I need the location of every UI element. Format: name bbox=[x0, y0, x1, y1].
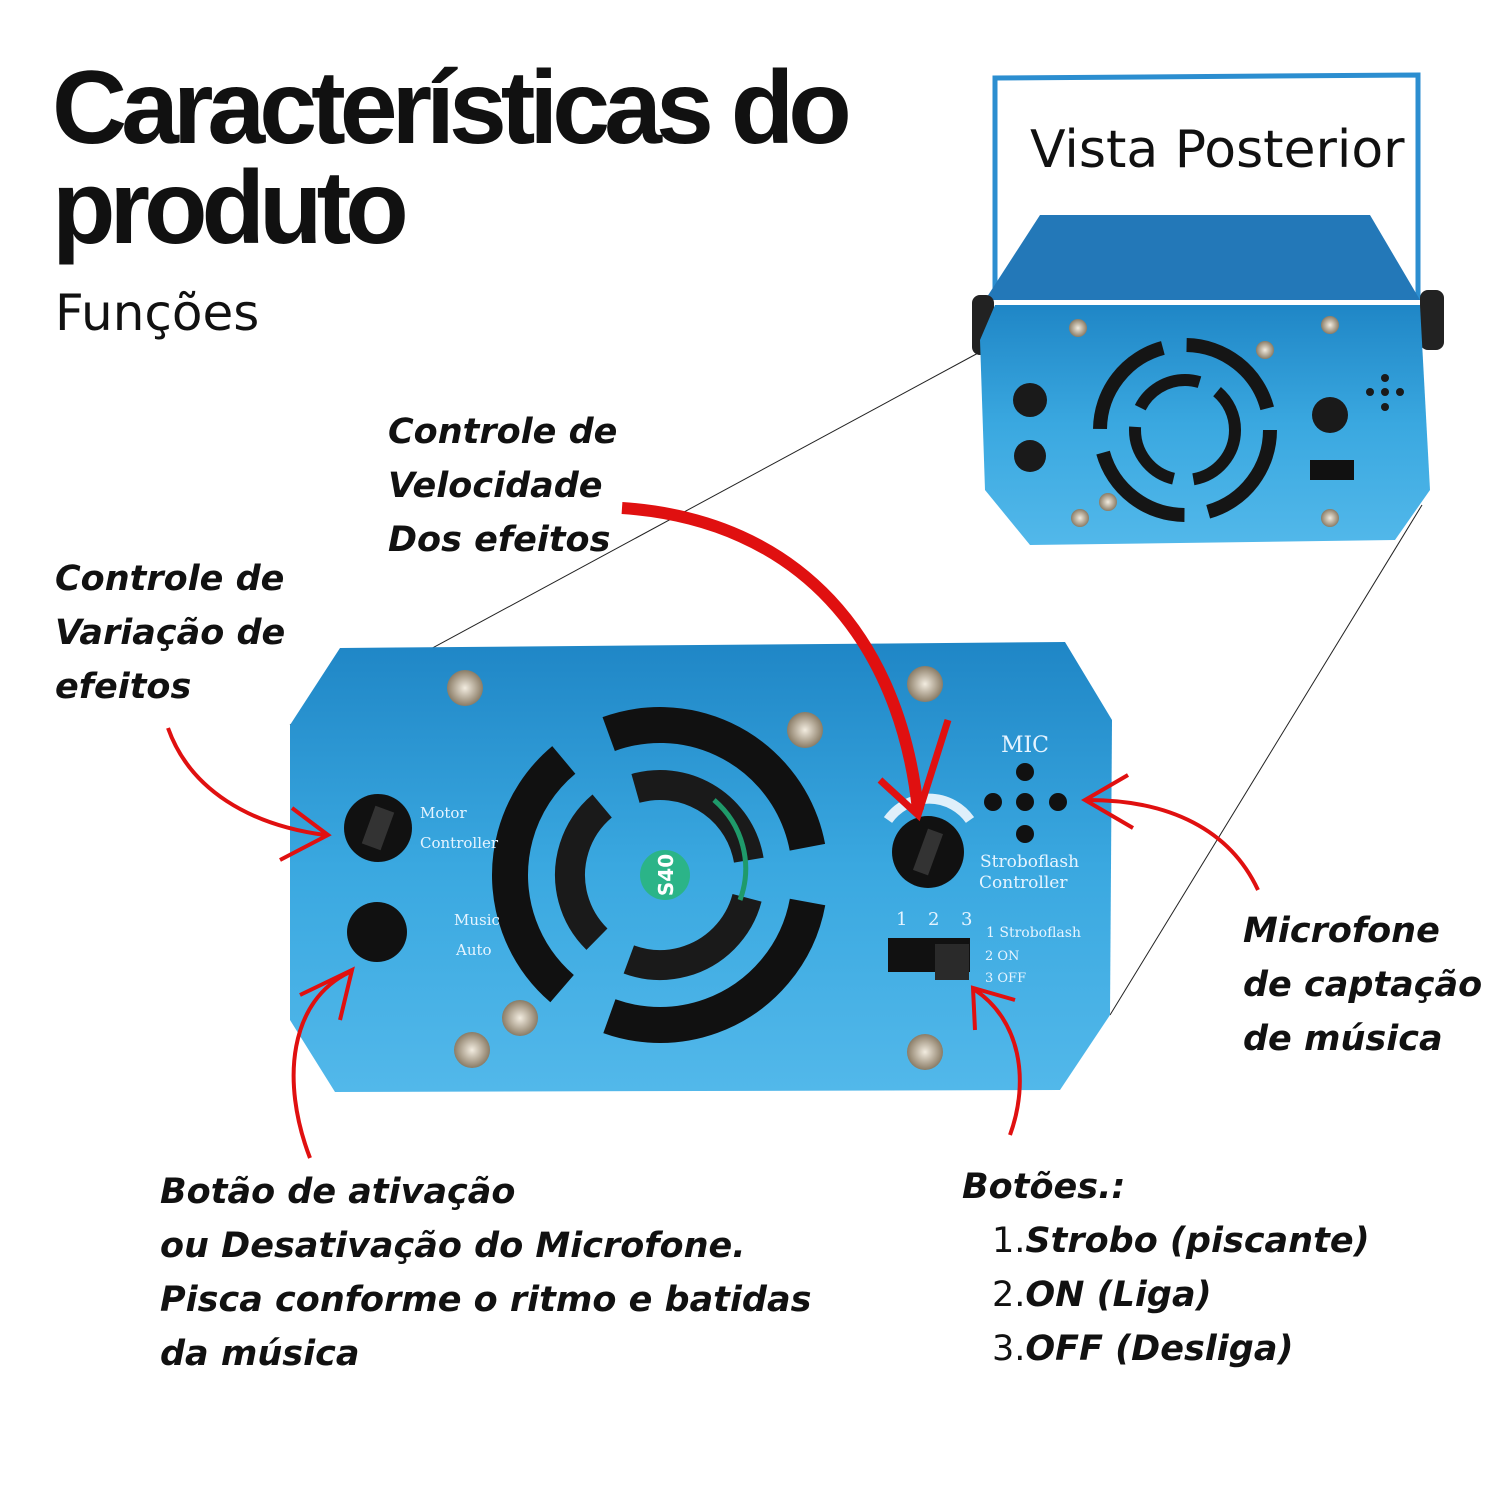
bracket-knob-right bbox=[1420, 290, 1444, 350]
mic-label: MIC bbox=[1001, 733, 1049, 758]
buttons-title: Botões.: bbox=[962, 1167, 1126, 1207]
fan-label: S40 bbox=[654, 854, 678, 896]
note-line: Microfone bbox=[1243, 911, 1440, 951]
annotation-microphone: Microfone de captação de música bbox=[1243, 904, 1482, 1066]
note-line: Variação de bbox=[55, 613, 286, 653]
stroboflash-controller-label: Controller bbox=[979, 873, 1068, 893]
note-line: da música bbox=[160, 1334, 360, 1374]
arrow-speed bbox=[621, 502, 924, 811]
screws bbox=[447, 666, 943, 1070]
annotation-buttons: Botões.: 1.Strobo (piscante) 2.ON (Liga)… bbox=[962, 1160, 1370, 1376]
auto-label: Auto bbox=[455, 941, 492, 959]
mounting-bracket bbox=[992, 72, 1421, 300]
mic-activation-button bbox=[347, 902, 407, 962]
arrow-button bbox=[291, 970, 351, 1159]
arrow-buttons bbox=[973, 988, 1022, 1136]
note-line: Controle de bbox=[55, 559, 285, 599]
note-line: de música bbox=[1243, 1019, 1443, 1059]
music-label: Music bbox=[454, 911, 500, 929]
arrow-microphone bbox=[1087, 798, 1260, 891]
arrowhead-speed bbox=[877, 718, 952, 822]
rear-panel-closeup: S40 Motor Controller Music Auto MIC Stro… bbox=[290, 642, 1112, 1092]
annotation-mic-button: Botão de ativação ou Desativação do Micr… bbox=[160, 1165, 811, 1381]
title-line-2: produto bbox=[52, 150, 409, 266]
annotation-speed-control: Controle de Velocidade Dos efeitos bbox=[388, 405, 617, 567]
subtitle: Funções bbox=[55, 284, 260, 342]
fan-grille-outer bbox=[492, 707, 828, 1043]
note-line: Dos efeitos bbox=[388, 520, 611, 560]
stroboflash-knob bbox=[892, 816, 964, 888]
note-line: Botão de ativação bbox=[160, 1172, 516, 1212]
item-text: ON (Liga) bbox=[1025, 1275, 1212, 1315]
item-number: 3. bbox=[992, 1329, 1026, 1369]
item-text: Strobo (piscante) bbox=[1025, 1221, 1370, 1261]
note-line: Controle de bbox=[388, 412, 618, 452]
rear-view-label: Vista Posterior bbox=[1030, 120, 1405, 180]
mic-holes bbox=[984, 763, 1067, 843]
item-text: OFF (Desliga) bbox=[1025, 1329, 1294, 1369]
switch-number-3: 3 bbox=[961, 909, 972, 930]
zoom-line-right bbox=[1109, 504, 1423, 1016]
note-line: Velocidade bbox=[388, 466, 603, 506]
buttons-list: 1.Strobo (piscante) 2.ON (Liga) 3.OFF (D… bbox=[962, 1214, 1370, 1376]
switch-number-2: 2 bbox=[928, 909, 939, 930]
controller-label: Controller bbox=[420, 834, 499, 852]
fan-grille-inner bbox=[555, 770, 765, 981]
note-line: efeitos bbox=[55, 667, 192, 707]
motor-label: Motor bbox=[420, 804, 467, 822]
list-item: 1.Strobo (piscante) bbox=[992, 1214, 1370, 1268]
switch-number-1: 1 bbox=[896, 909, 907, 930]
arrow-variation bbox=[166, 727, 326, 837]
mode-stroboflash: 1 Stroboflash bbox=[986, 925, 1081, 941]
mode-off: 3 OFF bbox=[985, 971, 1026, 986]
mode-on: 2 ON bbox=[985, 949, 1019, 964]
annotation-effect-variation: Controle de Variação de efeitos bbox=[55, 552, 285, 714]
stroboflash-label: Stroboflash bbox=[980, 852, 1079, 872]
list-item: 3.OFF (Desliga) bbox=[992, 1322, 1370, 1376]
fan-hub bbox=[640, 850, 690, 900]
note-line: Pisca conforme o ritmo e batidas bbox=[160, 1280, 812, 1320]
item-number: 2. bbox=[992, 1275, 1026, 1315]
list-item: 2.ON (Liga) bbox=[992, 1268, 1370, 1322]
title-line-1: Características do bbox=[52, 50, 852, 166]
annotation-arrows bbox=[166, 502, 1260, 1159]
note-line: ou Desativação do Microfone. bbox=[160, 1226, 746, 1266]
motor-controller-knob bbox=[344, 794, 412, 862]
item-number: 1. bbox=[992, 1221, 1026, 1261]
rear-view-device bbox=[972, 72, 1444, 545]
note-line: de captação bbox=[1243, 965, 1483, 1005]
